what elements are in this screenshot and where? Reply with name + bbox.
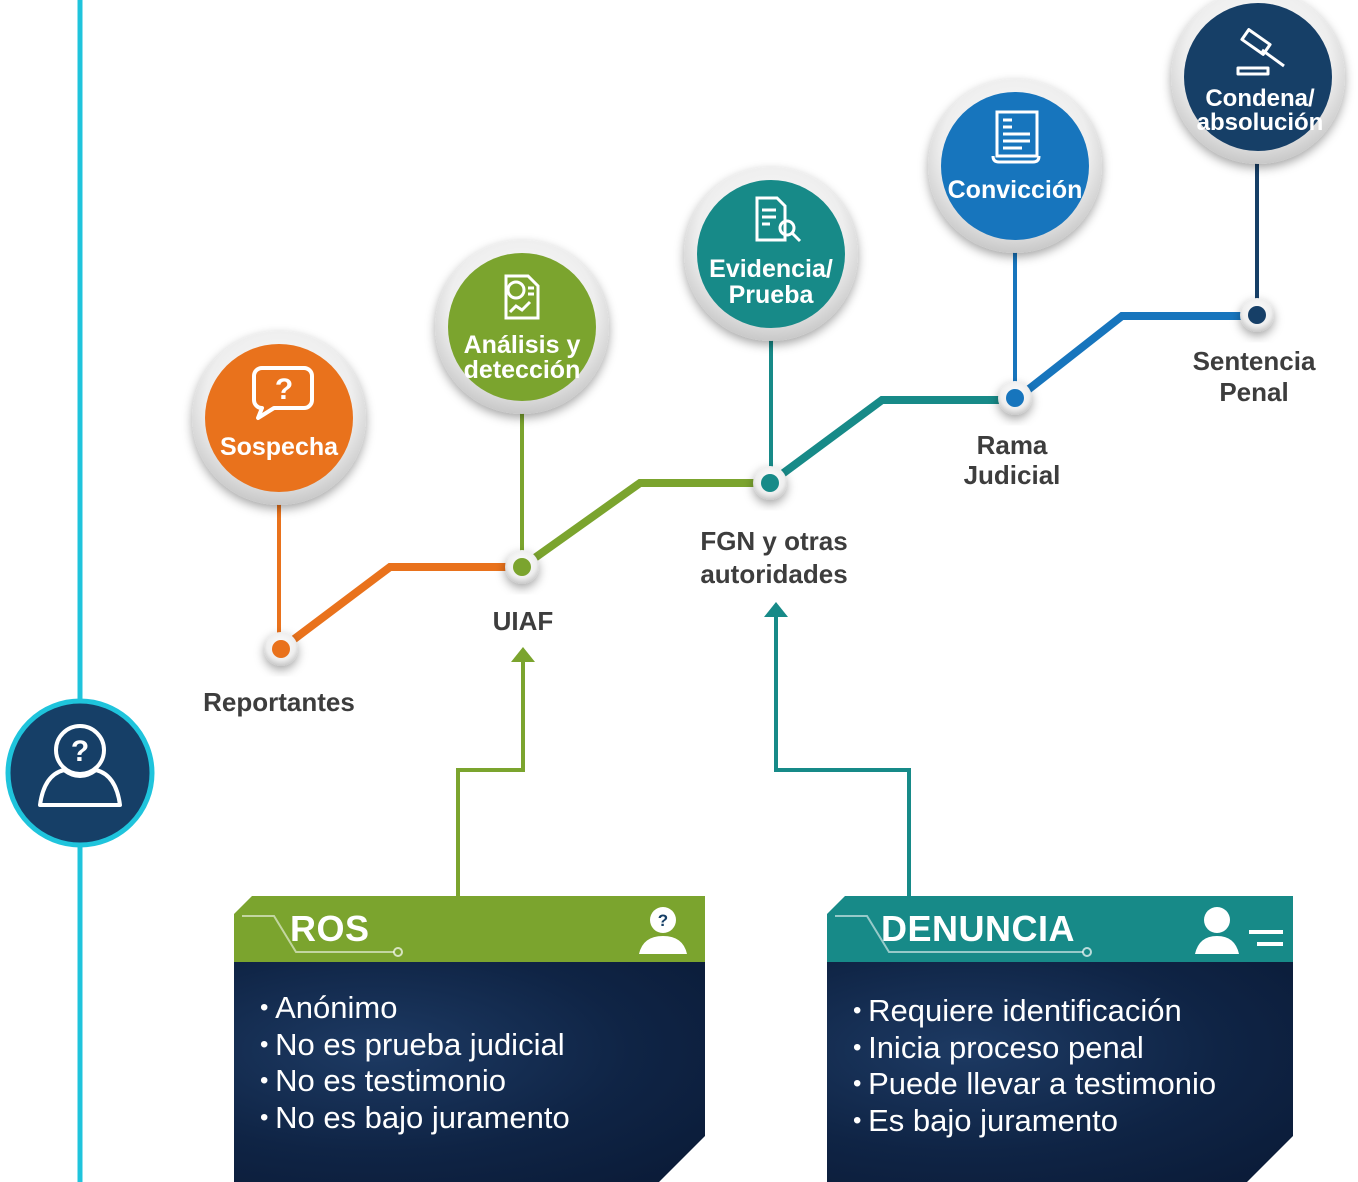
stage-evidencia: Evidencia/ Prueba bbox=[684, 167, 858, 341]
card-corner-decoration bbox=[234, 962, 705, 1182]
list-item: Es bajo juramento bbox=[853, 1103, 1216, 1140]
label-fgn-line2: autoridades bbox=[700, 559, 847, 589]
stage-label-line1: Condena/ bbox=[1205, 85, 1315, 112]
certificate-document-icon bbox=[991, 110, 1041, 164]
denuncia-card-body: Requiere identificación Inicia proceso p… bbox=[827, 962, 1293, 1182]
denuncia-list: Requiere identificación Inicia proceso p… bbox=[853, 993, 1216, 1139]
ros-card-body: Anónimo No es prueba judicial No es test… bbox=[234, 962, 705, 1182]
stage-label-line1: Análisis y bbox=[464, 331, 581, 359]
label-sentencia-line1: Sentencia bbox=[1193, 346, 1316, 376]
node-fgn bbox=[753, 466, 787, 500]
label-rama-line1: Rama bbox=[977, 430, 1048, 460]
label-sentencia-line2: Penal bbox=[1219, 377, 1288, 407]
ros-card: ROS ? Anónimo No es prueba judicial No e… bbox=[234, 896, 705, 1182]
node-rama-judicial bbox=[998, 381, 1032, 415]
stage-sospecha: ? Sospecha bbox=[192, 331, 366, 505]
stage-label-line2: detección bbox=[464, 356, 581, 384]
label-fgn-line1: FGN y otras bbox=[700, 526, 847, 556]
card-header-decoration bbox=[835, 915, 1092, 957]
stage-label: Convicción bbox=[948, 176, 1083, 204]
person-question-icon: ? bbox=[639, 907, 687, 954]
label-uiaf: UIAF bbox=[493, 606, 554, 636]
label-rama-line2: Judicial bbox=[964, 460, 1061, 490]
gavel-icon bbox=[1236, 28, 1285, 76]
analysis-document-icon bbox=[504, 274, 540, 320]
stage-label-line1: Evidencia/ bbox=[709, 255, 833, 283]
denuncia-card: DENUNCIA Requiere identificación Inicia … bbox=[827, 896, 1293, 1182]
step-path bbox=[277, 312, 1261, 653]
list-item: No es prueba judicial bbox=[260, 1027, 570, 1064]
stage-label-line2: absolución bbox=[1197, 109, 1324, 136]
arrow-ros-to-uiaf bbox=[456, 647, 535, 896]
list-item: Inicia proceso penal bbox=[853, 1030, 1216, 1067]
connector-stems bbox=[277, 150, 1259, 649]
side-person-question-icon: ? bbox=[5, 698, 155, 848]
denuncia-card-header: DENUNCIA bbox=[827, 896, 1293, 962]
stage-condena: Condena/ absolución bbox=[1171, 0, 1345, 164]
ros-list: Anónimo No es prueba judicial No es test… bbox=[260, 990, 570, 1136]
denuncia-card-title: DENUNCIA bbox=[881, 908, 1076, 949]
node-reportantes bbox=[264, 632, 298, 666]
svg-text:?: ? bbox=[658, 911, 668, 930]
node-sentencia bbox=[1240, 298, 1274, 332]
node-uiaf bbox=[505, 550, 539, 584]
stage-label-line2: Prueba bbox=[729, 281, 815, 309]
card-header-decoration bbox=[242, 915, 403, 957]
stage-analisis: Análisis y detección bbox=[435, 240, 609, 414]
list-item: Anónimo bbox=[260, 990, 570, 1027]
person-list-icon bbox=[1195, 907, 1283, 954]
svg-text:?: ? bbox=[71, 735, 89, 768]
list-item: Puede llevar a testimonio bbox=[853, 1066, 1216, 1103]
stage-label: Sospecha bbox=[220, 433, 339, 461]
svg-text:?: ? bbox=[275, 373, 293, 406]
ros-card-title: ROS bbox=[290, 908, 370, 949]
list-item: No es bajo juramento bbox=[260, 1100, 570, 1137]
ros-card-header: ROS ? bbox=[234, 896, 705, 962]
list-item: Requiere identificación bbox=[853, 993, 1216, 1030]
question-speech-bubble-icon bbox=[252, 366, 314, 420]
document-search-icon bbox=[755, 196, 802, 243]
stage-conviccion: Convicción bbox=[928, 79, 1102, 253]
label-reportantes: Reportantes bbox=[203, 687, 355, 717]
list-item: No es testimonio bbox=[260, 1063, 570, 1100]
arrow-denuncia-to-fgn bbox=[764, 602, 911, 896]
